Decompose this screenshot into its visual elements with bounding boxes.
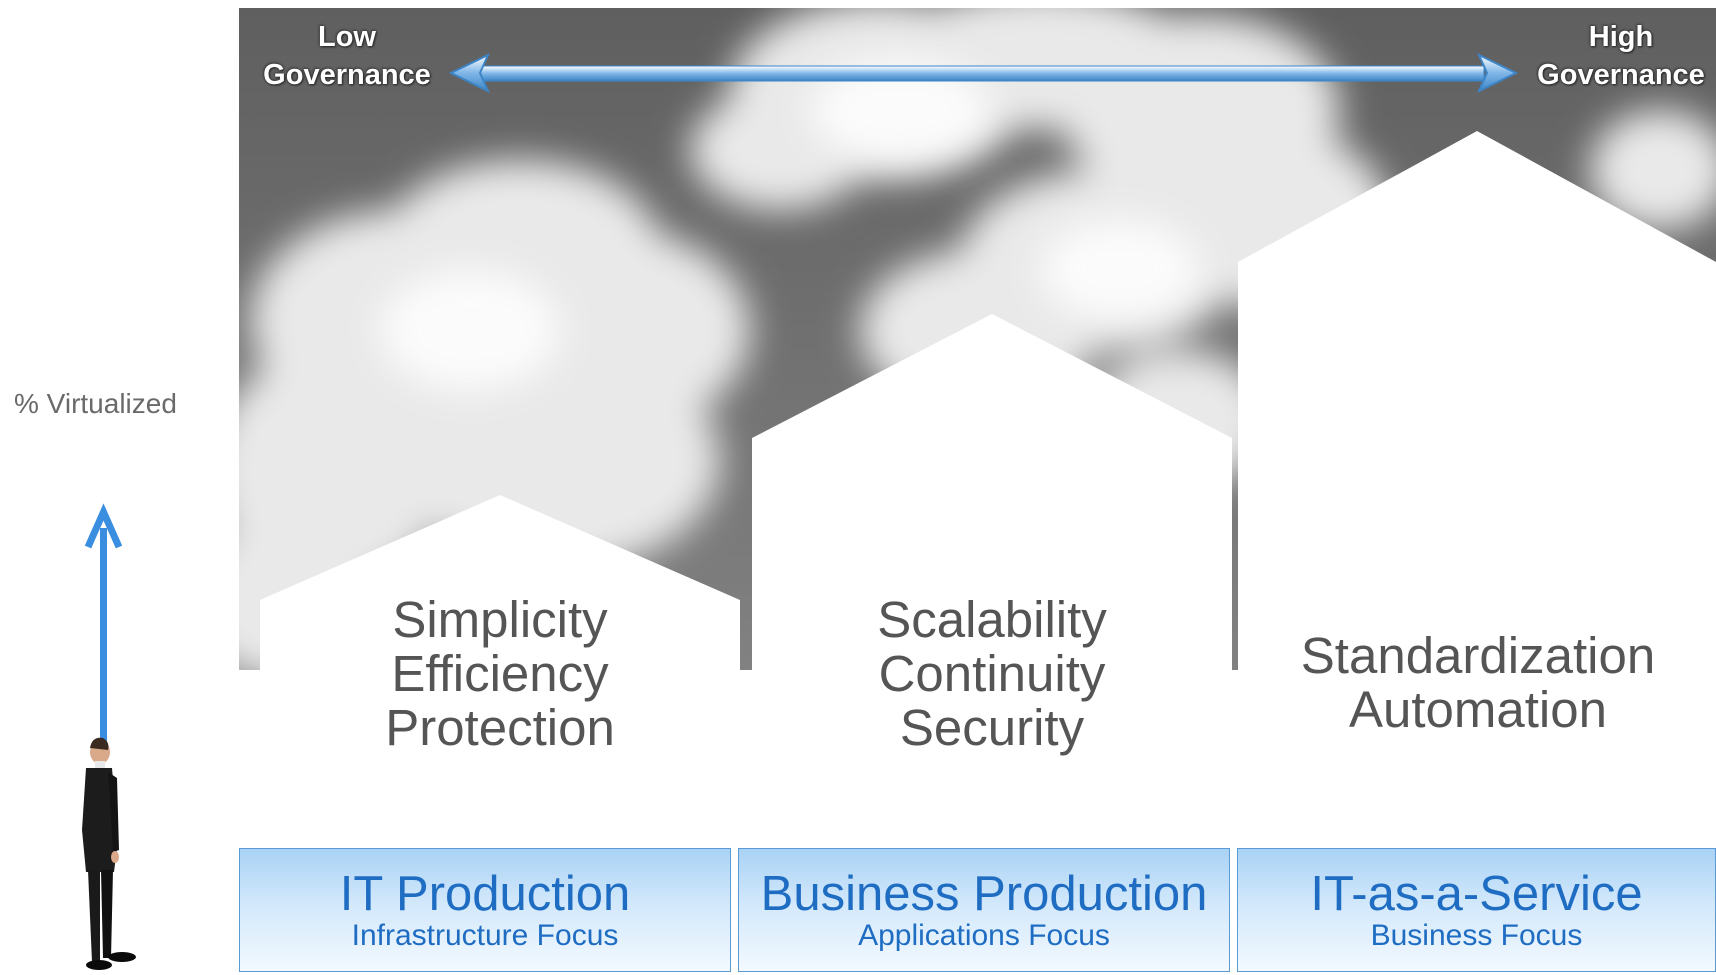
focus-box-it-production: IT Production Infrastructure Focus <box>239 848 731 972</box>
house-text-it-as-a-service: Standardization Automation <box>1238 629 1716 737</box>
businessman-figure <box>82 737 136 970</box>
high-label-line2: Governance <box>1537 59 1705 91</box>
house-it-as-a-service <box>1238 131 1716 850</box>
house-line: Simplicity <box>392 591 608 648</box>
percent-virtualized-label: % Virtualized <box>14 388 177 419</box>
focus-subtitle: Infrastructure Focus <box>351 919 619 952</box>
focus-title: Business Production <box>760 867 1208 921</box>
focus-subtitle: Business Focus <box>1370 919 1583 952</box>
high-governance-label: High Governance <box>1536 18 1706 94</box>
double-arrow-icon <box>448 52 1519 94</box>
house-it-production <box>260 495 740 850</box>
house-line: Efficiency <box>391 645 609 702</box>
house-line: Continuity <box>878 645 1106 702</box>
house-line: Standardization <box>1300 627 1656 684</box>
low-governance-label: Low Governance <box>262 18 432 94</box>
focus-box-it-as-a-service: IT-as-a-Service Business Focus <box>1237 848 1716 972</box>
focus-box-business-production: Business Production Applications Focus <box>738 848 1230 972</box>
focus-title: IT Production <box>339 867 631 921</box>
house-text-it-production: Simplicity Efficiency Protection <box>260 593 740 755</box>
high-label-line1: High <box>1588 21 1654 53</box>
up-arrow-icon <box>84 503 123 746</box>
low-label-line2: Governance <box>263 59 431 91</box>
house-line: Scalability <box>877 591 1107 648</box>
house-line: Protection <box>385 699 615 756</box>
house-line: Automation <box>1349 681 1607 738</box>
house-business-production <box>752 314 1232 850</box>
house-text-business-production: Scalability Continuity Security <box>752 593 1232 755</box>
house-line: Security <box>899 699 1085 756</box>
low-label-line1: Low <box>318 21 376 53</box>
focus-subtitle: Applications Focus <box>858 919 1110 952</box>
focus-title: IT-as-a-Service <box>1310 867 1643 921</box>
